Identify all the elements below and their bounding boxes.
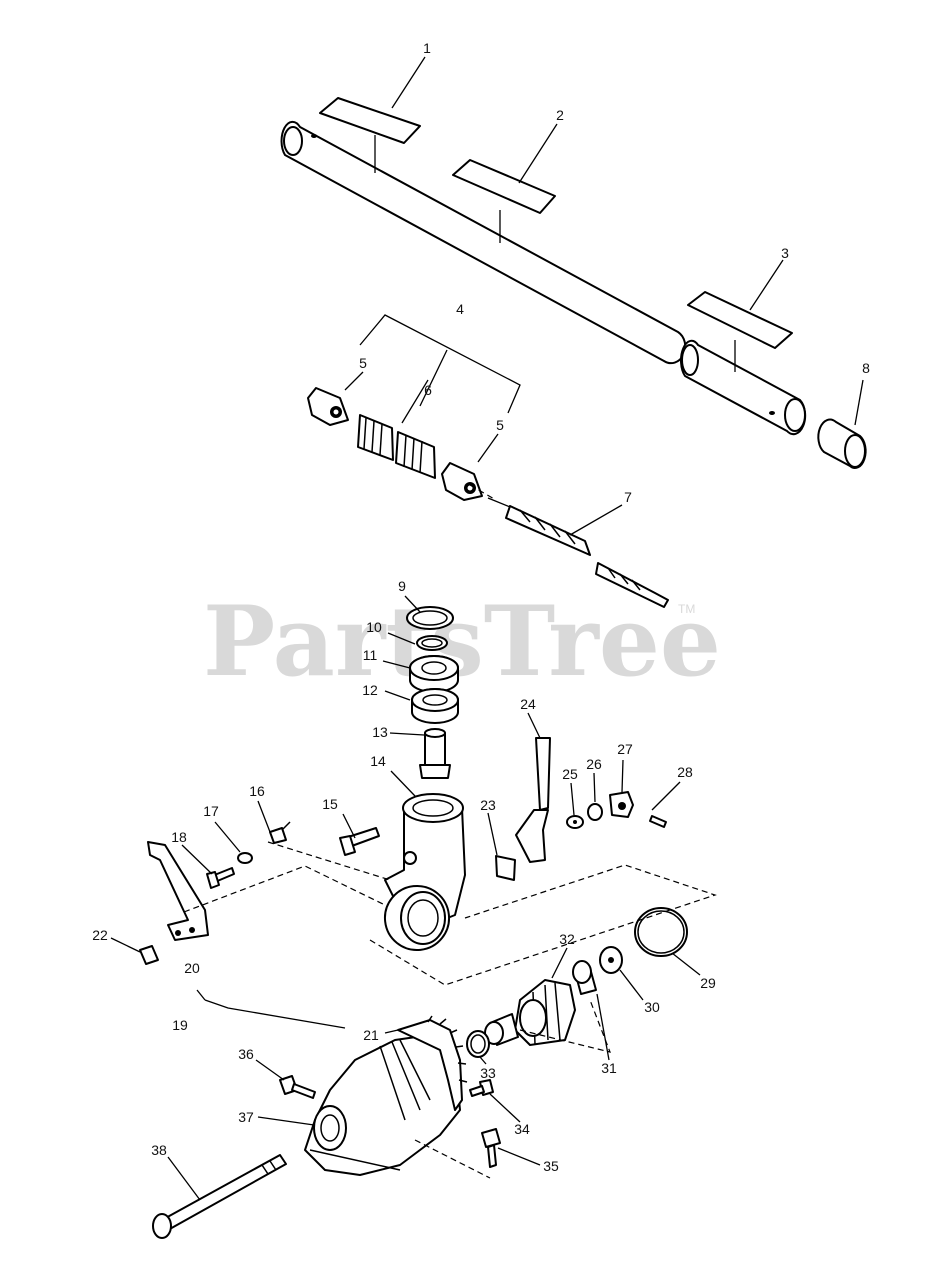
bolt-22: [139, 945, 159, 965]
assembly-line-bearing-31: [519, 999, 611, 1053]
clip-16: [269, 821, 291, 844]
axle-38: [152, 1154, 287, 1239]
callout-17: 17: [203, 803, 219, 819]
watermark-trademark: TM: [678, 602, 695, 616]
ring-10: [416, 635, 448, 651]
callout-33: 33: [480, 1065, 496, 1081]
bolt-15: [339, 827, 380, 856]
assembly-line-shaft: [469, 484, 497, 501]
bracket-20: [147, 841, 209, 941]
bearing-31-left: [484, 1013, 519, 1046]
gear-case-21: [304, 1015, 468, 1176]
callout-25: 25: [562, 766, 578, 782]
callout-10: 10: [366, 619, 382, 635]
callout-5-left: 5: [359, 355, 367, 371]
bracket-4-mid: [419, 349, 448, 407]
callout-6: 6: [424, 382, 432, 398]
callout-5-right: 5: [496, 417, 504, 433]
bracket-4: [359, 314, 521, 414]
sleeve-6-right: [395, 431, 436, 479]
end-cap-8: [817, 418, 867, 469]
callout-9: 9: [398, 578, 406, 594]
pinion-13: [419, 728, 451, 779]
callout-30: 30: [644, 999, 660, 1015]
callout-32: 32: [559, 931, 575, 947]
o-ring-29: [634, 907, 688, 957]
lever-24: [515, 737, 551, 863]
callout-20: 20: [184, 960, 200, 976]
bushing-5-left: [307, 387, 349, 426]
washer-17: [237, 852, 253, 864]
assembly-line-bolt-35: [414, 1139, 491, 1179]
callout-labels: 1 2 3 4 5 6 5 7 8 9 10 11 12 13 14 15 16…: [92, 40, 870, 1174]
callout-18: 18: [171, 829, 187, 845]
bolt-35: [481, 1128, 501, 1168]
callout-38: 38: [151, 1142, 167, 1158]
callout-12: 12: [362, 682, 378, 698]
callout-27: 27: [617, 741, 633, 757]
bushing-5-right: [441, 462, 483, 501]
leader-lines: [110, 56, 864, 1201]
callout-14: 14: [370, 753, 386, 769]
assembly-line-bracket: [183, 865, 386, 913]
callout-2: 2: [556, 107, 564, 123]
ring-9: [406, 606, 454, 630]
callout-31: 31: [601, 1060, 617, 1076]
washer-26: [587, 803, 603, 821]
watermark-text: PartsTree: [203, 585, 721, 698]
callout-13: 13: [372, 724, 388, 740]
callout-15: 15: [322, 796, 338, 812]
callout-35: 35: [543, 1158, 559, 1174]
callout-19: 19: [172, 1017, 188, 1033]
callout-4: 4: [456, 301, 464, 317]
watermark: PartsTree TM: [203, 585, 721, 698]
callout-1: 1: [423, 40, 431, 56]
screw-28: [649, 815, 667, 828]
sleeve-6-left: [357, 414, 394, 461]
callout-37: 37: [238, 1109, 254, 1125]
callout-34: 34: [514, 1121, 530, 1137]
washer-30: [599, 946, 623, 974]
callout-28: 28: [677, 764, 693, 780]
main-tube: [280, 120, 687, 365]
bolt-34: [469, 1079, 494, 1097]
callout-26: 26: [586, 756, 602, 772]
bearing-31-right: [572, 960, 597, 995]
clip-23: [495, 855, 516, 881]
decal-1: [319, 97, 421, 144]
bevel-gear-32: [514, 979, 576, 1046]
drive-shaft-7: [487, 497, 669, 608]
callout-23: 23: [480, 797, 496, 813]
assembly-line-bolt-16: [267, 841, 391, 881]
callout-8: 8: [862, 360, 870, 376]
assembly-line-housing: [369, 864, 717, 986]
bolt-36: [279, 1075, 316, 1099]
callout-22: 22: [92, 927, 108, 943]
decal-3: [687, 291, 793, 349]
callout-29: 29: [700, 975, 716, 991]
callout-7: 7: [624, 489, 632, 505]
gear-housing-14: [384, 793, 466, 951]
bearing-11: [409, 655, 459, 693]
ring-33: [466, 1030, 490, 1058]
callout-21: 21: [363, 1027, 379, 1043]
washer-25: [566, 815, 584, 829]
callout-11: 11: [363, 647, 378, 663]
tube-end: [679, 339, 807, 436]
nut-27: [609, 791, 634, 818]
callout-36: 36: [238, 1046, 254, 1062]
callout-24: 24: [520, 696, 536, 712]
bearing-12: [411, 688, 459, 724]
decal-2: [452, 159, 556, 214]
callout-16: 16: [249, 783, 265, 799]
bolt-18: [206, 867, 235, 889]
callout-3: 3: [781, 245, 789, 261]
